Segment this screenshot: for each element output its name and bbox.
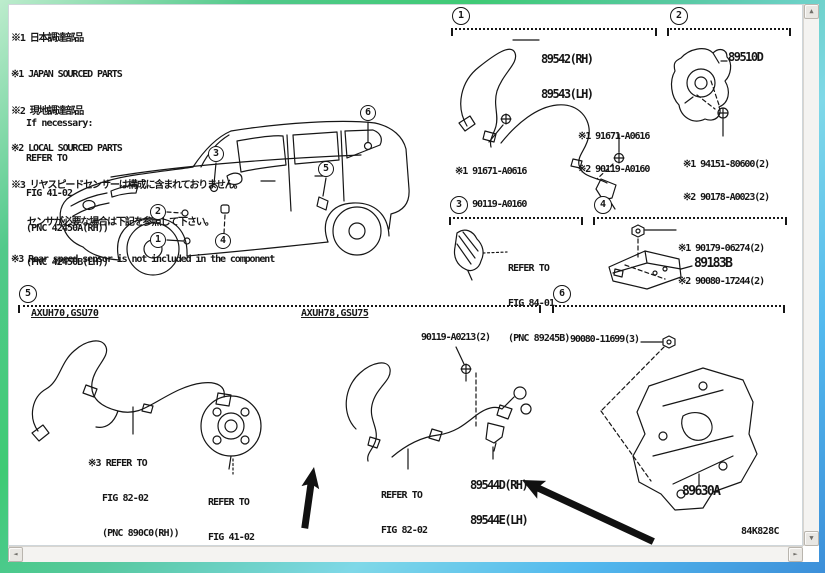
rear-sensor-harness-hub-drawing xyxy=(26,323,281,481)
part-number-90119-a0213[interactable]: 90119-A0213(2) xyxy=(421,332,491,343)
diagram-code-label: 84K828C xyxy=(741,526,780,537)
section-3-number[interactable]: 3 xyxy=(450,196,468,214)
car-callout-2[interactable]: 2 xyxy=(150,204,166,220)
car-callout-4[interactable]: 4 xyxy=(215,233,231,249)
pointer-arrows xyxy=(301,467,655,545)
scroll-up-icon[interactable]: ▲ xyxy=(804,4,819,19)
section-4-number[interactable]: 4 xyxy=(594,196,612,214)
section-1-number[interactable]: 1 xyxy=(452,7,470,25)
section-1-bracket xyxy=(451,28,657,36)
refer-note-s5-left: ※3 REFER TO FIG 82-02 (PNC 890C0(RH)) (P… xyxy=(88,458,180,539)
section-2-bracket xyxy=(667,28,791,36)
refer-note-s3: REFER TO FIG 84-01 (PNC 89245B) xyxy=(508,263,570,344)
part-number-89630a[interactable]: 89630A xyxy=(682,484,721,499)
section-4-bracket xyxy=(593,217,787,225)
car-callout-1[interactable]: 1 xyxy=(150,232,166,248)
car-callout-6[interactable]: 6 xyxy=(360,105,376,121)
scroll-left-icon[interactable]: ◄ xyxy=(8,547,23,562)
bracket-89630a-drawing xyxy=(553,316,793,516)
diagram-canvas[interactable]: ※1 日本調達部品 ※1 JAPAN SOURCED PARTS ※2 現地調達… xyxy=(8,4,803,546)
legend-line: センサが必要な場合は下記を参照して下さい。 xyxy=(27,217,215,229)
part-number-90080-11699[interactable]: 90080-11699(3) xyxy=(570,334,640,345)
horizontal-scrollbar[interactable]: ◄ ► xyxy=(8,546,803,562)
part-number-89183b[interactable]: 89183B xyxy=(694,256,733,271)
part-number-s4-fasteners[interactable]: ※1 90179-06274(2) ※2 90080-17244(2) xyxy=(678,243,765,287)
scroll-right-icon[interactable]: ► xyxy=(788,547,803,562)
scroll-down-icon[interactable]: ▼ xyxy=(804,531,819,546)
part-number-s2-fasteners[interactable]: ※1 94151-80600(2) ※2 90178-A0023(2) xyxy=(683,159,770,203)
scrollbar-corner xyxy=(803,546,819,562)
car-callout-5[interactable]: 5 xyxy=(318,161,334,177)
car-illustration xyxy=(31,79,431,289)
pointer-arrow-diagonal-icon xyxy=(522,480,655,545)
legend-line: ※1 日本調達部品 xyxy=(11,32,84,44)
section-5-number[interactable]: 5 xyxy=(19,285,37,303)
pointer-arrow-up-icon xyxy=(301,467,320,529)
refer-note-s5-hub: REFER TO FIG 41-02 (PNC 42450A(RH)) (PNC… xyxy=(208,497,255,543)
computer-drawing xyxy=(593,219,793,297)
legend-line: ※1 JAPAN SOURCED PARTS xyxy=(11,69,123,81)
knuckle-drawing xyxy=(661,33,791,163)
section-6-number[interactable]: 6 xyxy=(553,285,571,303)
section-2-number[interactable]: 2 xyxy=(670,7,688,25)
variant-label-axuh78: AXUH78,GSU75 xyxy=(301,308,369,319)
legend-line: ※2 LOCAL SOURCED PARTS xyxy=(11,143,123,155)
part-number-89510d[interactable]: 89510D xyxy=(728,50,764,64)
car-callout-3[interactable]: 3 xyxy=(208,146,224,162)
part-number-s1-fasteners-right[interactable]: ※1 91671-A0616 ※2 90119-A0160 xyxy=(578,131,650,175)
part-number-89542[interactable]: 89542(RH) 89543(LH) xyxy=(541,52,594,101)
legend-line: ※3 リヤスピードセンサーは構成に含まれておりません。 xyxy=(11,180,244,192)
vertical-scrollbar[interactable]: ▲ ▼ xyxy=(803,4,819,546)
part-number-89544[interactable]: 89544D(RH) 89544E(LH) xyxy=(470,478,529,527)
sensor-bracket-drawing xyxy=(449,223,599,285)
section-6-bracket xyxy=(552,305,785,313)
legend-line: ※3 Rear speed sensor is not included in … xyxy=(11,253,275,265)
legend-refer-note: If necessary: REFER TO FIG 41-02 (PNC 42… xyxy=(26,118,109,269)
section-3-bracket xyxy=(449,217,583,225)
section-5-bracket xyxy=(18,305,541,313)
rear-sensor-right-drawing xyxy=(296,329,541,489)
legend-line: ※2 現地調達部品 xyxy=(11,106,84,118)
refer-note-s5-right: REFER TO FIG 82-02 (PNC 890C0(RH)) (PNC … xyxy=(381,490,428,536)
variant-label-axuh70: AXUH70,GSU70 xyxy=(31,308,99,319)
legend: ※1 日本調達部品 ※1 JAPAN SOURCED PARTS ※2 現地調達… xyxy=(11,8,275,291)
